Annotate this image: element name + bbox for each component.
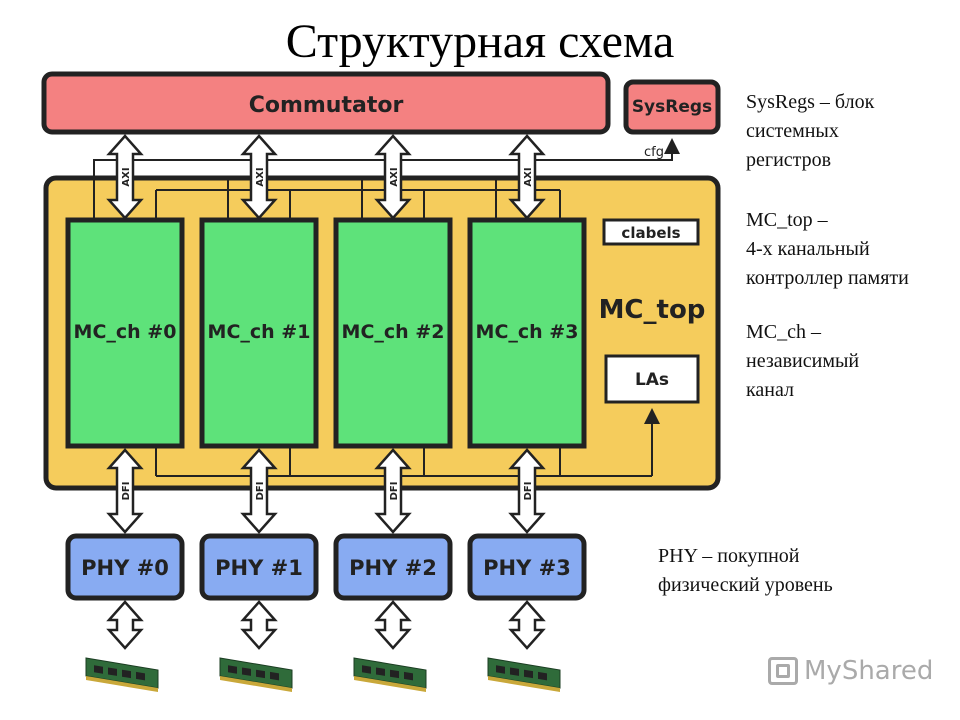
phy-label: PHY #1 bbox=[215, 556, 303, 580]
commutator-label: Commutator bbox=[249, 93, 404, 118]
dfi-arrow-1: DFI bbox=[240, 448, 278, 534]
note-line: физический уровень bbox=[658, 574, 833, 596]
phy-label: PHY #3 bbox=[483, 556, 571, 580]
dfi-label: DFI bbox=[255, 482, 266, 501]
note-line: контроллер памяти bbox=[746, 267, 909, 289]
ram-module-icon bbox=[487, 657, 561, 692]
phy-label: PHY #0 bbox=[81, 556, 169, 580]
note-line: независимый bbox=[746, 350, 860, 372]
mc-top-label: MC_top bbox=[599, 295, 706, 325]
axi-arrow-3: AXI bbox=[508, 134, 546, 220]
axi-label: AXI bbox=[389, 167, 400, 186]
phy-1: PHY #1 bbox=[199, 533, 319, 601]
phy-0: PHY #0 bbox=[65, 533, 185, 601]
channel-2: MC_ch #2 bbox=[333, 217, 453, 449]
page-title: Структурная схема bbox=[285, 15, 675, 68]
note-line: регистров bbox=[746, 149, 832, 171]
memory-arrow-0 bbox=[106, 600, 144, 650]
las-label: LAs bbox=[635, 370, 669, 390]
note-line: MC_top – bbox=[746, 209, 828, 231]
note-phy: PHY – покупной физический уровень bbox=[658, 542, 833, 600]
note-sysregs: SysRegs – блок системных регистров bbox=[746, 88, 874, 175]
las-block: LAs bbox=[604, 354, 700, 404]
note-line: 4-х канальный bbox=[746, 238, 870, 260]
myshared-logo-icon bbox=[768, 657, 798, 685]
dfi-arrow-2: DFI bbox=[374, 448, 412, 534]
commutator-block: Commutator bbox=[41, 71, 611, 135]
note-mc-ch: MC_ch – независимый канал bbox=[746, 318, 859, 405]
ram-module-icon bbox=[85, 657, 159, 692]
cfg-label: cfg bbox=[644, 145, 664, 160]
channel-label: MC_ch #2 bbox=[342, 321, 445, 343]
sysregs-label: SysRegs bbox=[632, 97, 712, 117]
axi-arrow-0: AXI bbox=[106, 134, 144, 220]
phy-2: PHY #2 bbox=[333, 533, 453, 601]
axi-label: AXI bbox=[523, 167, 534, 186]
phy-label: PHY #2 bbox=[349, 556, 437, 580]
axi-label: AXI bbox=[121, 167, 132, 186]
ram-module-icon bbox=[353, 657, 427, 692]
dfi-arrow-0: DFI bbox=[106, 448, 144, 534]
memory-arrow-1 bbox=[240, 600, 278, 650]
axi-arrow-1: AXI bbox=[240, 134, 278, 220]
dfi-label: DFI bbox=[121, 482, 132, 501]
dfi-arrow-3: DFI bbox=[508, 448, 546, 534]
channel-1: MC_ch #1 bbox=[199, 217, 319, 449]
las-bus bbox=[155, 408, 660, 477]
channel-3: MC_ch #3 bbox=[467, 217, 587, 449]
dfi-label: DFI bbox=[523, 482, 534, 501]
memory-arrow-3 bbox=[508, 600, 546, 650]
channel-label: MC_ch #3 bbox=[476, 321, 579, 343]
ram-module-icon bbox=[219, 657, 293, 692]
note-mc-top: MC_top – 4-х канальный контроллер памяти bbox=[746, 206, 909, 293]
channel-0: MC_ch #0 bbox=[65, 217, 185, 449]
axi-arrow-2: AXI bbox=[374, 134, 412, 220]
channel-label: MC_ch #0 bbox=[74, 321, 177, 343]
cfg-link: cfg bbox=[93, 138, 680, 176]
channel-label: MC_ch #1 bbox=[208, 321, 311, 343]
note-line: PHY – покупной bbox=[658, 545, 800, 567]
config-bus bbox=[93, 176, 561, 218]
note-line: MC_ch – bbox=[746, 321, 821, 343]
axi-label: AXI bbox=[255, 167, 266, 186]
sysregs-block: SysRegs bbox=[623, 79, 721, 135]
memory-arrow-2 bbox=[374, 600, 412, 650]
clabels-label: clabels bbox=[621, 224, 680, 242]
note-line: SysRegs – блок bbox=[746, 91, 875, 113]
watermark: MyShared bbox=[768, 656, 933, 686]
dfi-label: DFI bbox=[389, 482, 400, 501]
clabels-block: clabels bbox=[602, 218, 700, 246]
phy-3: PHY #3 bbox=[467, 533, 587, 601]
note-line: системных bbox=[746, 120, 839, 142]
watermark-text: MyShared bbox=[804, 656, 934, 686]
note-line: канал bbox=[746, 379, 795, 401]
